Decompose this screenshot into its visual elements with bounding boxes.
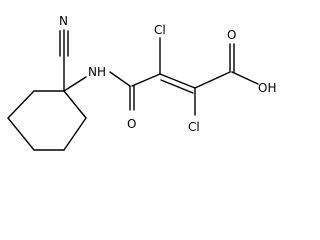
alkene-carboxyl-bond xyxy=(194,71,231,89)
nh-carbonyl-bond xyxy=(109,71,131,87)
amide-nh-label: NH xyxy=(88,65,106,79)
cyclohexane-ring xyxy=(7,90,87,151)
nitrile-group: N xyxy=(59,14,69,92)
carboxyl-oh-bond xyxy=(231,71,259,85)
nitrile-nitrogen-label: N xyxy=(59,14,68,28)
carboxylic-acid-group: O OH xyxy=(194,28,276,95)
alkene-double-bond xyxy=(160,79,194,94)
ring-bond xyxy=(7,117,35,151)
acid-oxygen-label: O xyxy=(227,28,236,42)
dichloroalkene: Cl Cl xyxy=(131,23,200,134)
chloro-lower-label: Cl xyxy=(188,120,200,134)
acid-hydroxyl-label: OH xyxy=(258,81,276,95)
ring-bond xyxy=(7,90,35,119)
alkene-double-bond xyxy=(159,73,196,89)
ring-bond xyxy=(63,117,87,151)
chemical-structure: N NH O Cl Cl O OH xyxy=(7,14,276,151)
chloro-upper-label: Cl xyxy=(154,23,166,37)
amide-oxygen-label: O xyxy=(127,117,136,131)
amide-group: NH O xyxy=(63,65,136,131)
c-nh-bond xyxy=(63,76,87,92)
carbonyl-alkene-bond xyxy=(131,73,161,87)
ring-bond xyxy=(63,90,87,119)
